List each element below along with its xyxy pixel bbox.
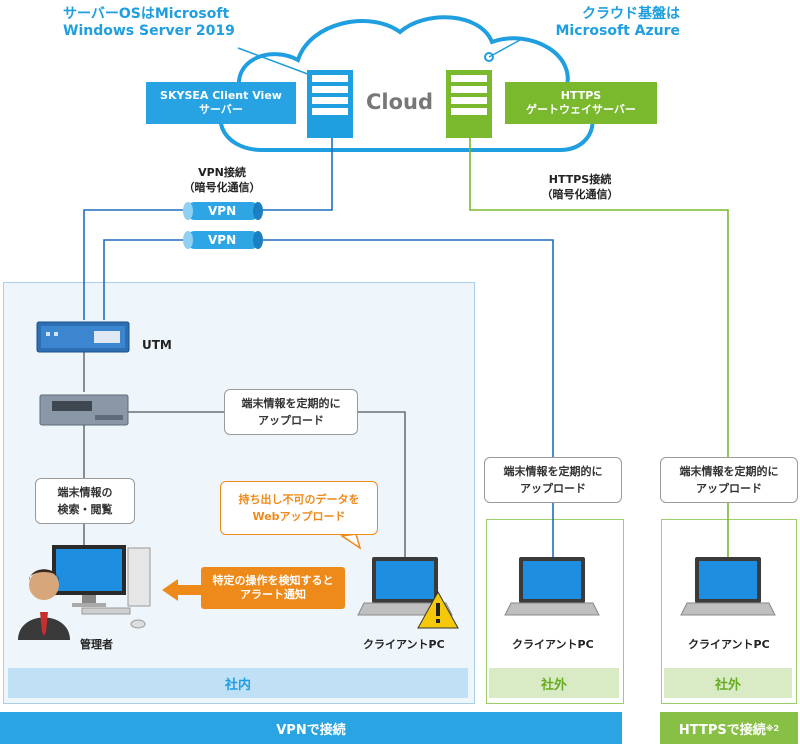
search-bubble: 端末情報の 検索・閲覧 bbox=[35, 478, 135, 524]
https-server-icon bbox=[446, 70, 492, 138]
server-os-note: サーバーOSはMicrosoft Windows Server 2019 bbox=[63, 6, 235, 39]
https-connection-bar: HTTPSで接続※2 bbox=[660, 712, 798, 744]
upload-bubble-external-1: 端末情報を定期的に アップロード bbox=[484, 457, 622, 503]
https-gateway-tag: HTTPS ゲートウェイサーバー bbox=[505, 82, 657, 124]
admin-person-icon bbox=[18, 569, 70, 640]
upload-bubble-internal: 端末情報を定期的に アップロード bbox=[224, 389, 358, 435]
vpn-line-2 bbox=[103, 239, 554, 570]
cloud-label: Cloud bbox=[366, 90, 434, 114]
external-laptop-1-icon bbox=[504, 557, 600, 616]
https-line bbox=[469, 138, 729, 570]
internal-zone-label: 社内 bbox=[8, 668, 468, 698]
external-client-2-label: クライアントPC bbox=[688, 638, 770, 651]
alert-arrow bbox=[162, 579, 204, 601]
warning-icon bbox=[417, 590, 459, 629]
cloud-base-note: クラウド基盤は Microsoft Azure bbox=[555, 6, 680, 39]
external-laptop-2-icon bbox=[680, 557, 776, 616]
https-bar-note: ※2 bbox=[765, 723, 780, 733]
https-connection-label: HTTPS接続 （暗号化通信） bbox=[541, 173, 619, 201]
upload-bubble-external-2: 端末情報を定期的に アップロード bbox=[660, 457, 798, 503]
admin-desktop-icon bbox=[52, 545, 151, 629]
web-upload-bubble-tail bbox=[339, 533, 362, 550]
utm-icon bbox=[36, 321, 130, 353]
admin-label: 管理者 bbox=[80, 638, 113, 651]
skysea-server-tag: SKYSEA Client View サーバー bbox=[146, 82, 296, 124]
utm-label: UTM bbox=[142, 338, 172, 352]
vpn-tunnel-1 bbox=[183, 202, 263, 220]
alert-box: 特定の操作を検知すると アラート通知 bbox=[201, 567, 345, 609]
vpn-tunnel-2 bbox=[183, 231, 263, 249]
external-client-1-label: クライアントPC bbox=[512, 638, 594, 651]
https-bar-label: HTTPSで接続 bbox=[678, 722, 766, 738]
switch-icon bbox=[39, 394, 129, 426]
vpn-tunnel-2-label: VPN bbox=[208, 233, 237, 247]
vpn-tunnel-1-label: VPN bbox=[208, 204, 237, 218]
internal-client-label: クライアントPC bbox=[363, 638, 445, 651]
vpn-connection-bar: VPNで接続 bbox=[0, 712, 622, 744]
external-zone-2-label: 社外 bbox=[664, 668, 792, 698]
skysea-server-icon bbox=[307, 70, 353, 138]
external-zone-1-label: 社外 bbox=[489, 668, 619, 698]
web-upload-bubble: 持ち出し不可のデータを Webアップロード bbox=[220, 481, 378, 535]
vpn-connection-label: VPN接続 （暗号化通信） bbox=[183, 166, 261, 194]
